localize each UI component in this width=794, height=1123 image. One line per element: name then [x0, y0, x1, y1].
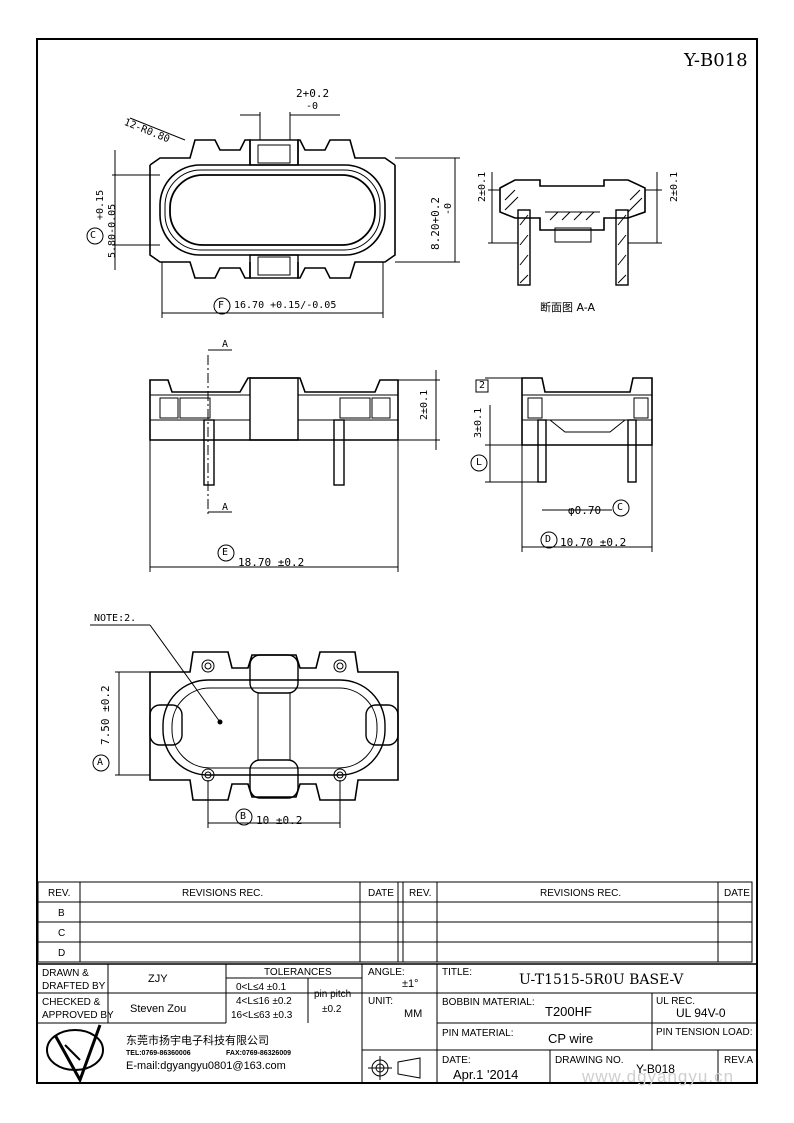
callout-e: E	[222, 547, 229, 558]
tol-2: 4<L≤16 ±0.2	[236, 996, 292, 1007]
drawn-label: DRAWN &	[42, 968, 89, 979]
drafted-label: DRAFTED BY	[42, 981, 106, 992]
rev-label: REV.A	[724, 1055, 754, 1066]
rec-header-left: REVISIONS REC.	[182, 888, 264, 899]
title-value: U-T1515-5R0U BASE-V	[519, 972, 684, 988]
tol-1: 0<L≤4 ±0.1	[236, 982, 287, 993]
dim-580-upper: +0.15	[95, 189, 106, 220]
callout-l: L	[476, 457, 483, 468]
dim-1070: 10.70 ±0.2	[560, 536, 627, 549]
dim-2: 2+0.2	[296, 87, 330, 100]
callout-b: B	[240, 811, 247, 822]
dim-2-front: 2±0.1	[419, 389, 430, 420]
date-label: DATE:	[442, 1055, 471, 1066]
callout-d: D	[545, 534, 552, 545]
callout-a: A	[97, 757, 104, 768]
top-view	[86, 112, 460, 318]
ul-label: UL REC.	[656, 996, 696, 1007]
tol-3: 16<L≤63 ±0.3	[231, 1010, 293, 1021]
angle-label: ANGLE:	[368, 967, 405, 978]
company-name: 东莞市扬宇电子科技有限公司	[126, 1034, 269, 1047]
rev-row-d: D	[58, 948, 66, 959]
section-label: 断面图 A-A	[540, 301, 596, 314]
company-tel: TEL:0769-86360006	[126, 1050, 191, 1057]
cut-a-top: A	[222, 339, 229, 350]
rev-row-b: B	[58, 908, 65, 919]
date-header-right: DATE	[724, 888, 750, 899]
company-fax: FAX:0769-86326009	[226, 1050, 291, 1057]
watermark: www.dgyangyu.cn	[582, 1067, 735, 1086]
dim-750: 7.50 ±0.2	[99, 685, 112, 745]
bobbin-label: BOBBIN MATERIAL:	[442, 997, 535, 1008]
dim-1670: 16.70 +0.15/-0.05	[234, 300, 337, 311]
side-view	[470, 377, 653, 552]
checked-label: CHECKED &	[42, 997, 101, 1008]
unit-label: UNIT:	[368, 996, 393, 1007]
rev-header-right: REV.	[409, 888, 432, 899]
dim-070: φ0.70	[568, 504, 602, 517]
pin-pitch-value: ±0.2	[322, 1004, 342, 1015]
callout-c2: C	[617, 502, 624, 513]
tension-label: PIN TENSION LOAD:	[656, 1027, 753, 1038]
front-view	[149, 349, 440, 572]
bobbin-value: T200HF	[545, 1004, 592, 1019]
ul-value: UL 94V-0	[676, 1006, 726, 1020]
rev-header-left: REV.	[48, 888, 71, 899]
rev-row-c: C	[58, 928, 66, 939]
callout-c: C	[90, 230, 97, 241]
drawn-by: ZJY	[148, 973, 168, 985]
pin-material-label: PIN MATERIAL:	[442, 1028, 514, 1039]
revision-table-grid	[37, 881, 753, 963]
bottom-view	[90, 624, 399, 828]
drawing-no-label: DRAWING NO.	[555, 1055, 624, 1066]
company-email: E-mail:dgyangyu0801@163.com	[126, 1060, 286, 1072]
callout-f: F	[218, 300, 225, 311]
unit-value: MM	[404, 1008, 423, 1020]
box-2: 2	[479, 380, 486, 391]
checked-by: Steven Zou	[130, 1003, 187, 1015]
drawing-frame	[36, 38, 758, 1084]
dim-1870: 18.70 ±0.2	[238, 556, 305, 569]
dim-2-tol: -0	[306, 101, 319, 112]
title-block-grid	[38, 963, 756, 1084]
dim-2-top-left: 2±0.1	[477, 171, 488, 202]
dim-580-lower: 5.80-0.05	[107, 203, 118, 258]
cut-a-bottom: A	[222, 502, 229, 513]
date-header-left: DATE	[368, 888, 394, 899]
dim-820-tol: -0	[443, 202, 454, 215]
drawing-no-value: Y-B018	[636, 1062, 675, 1076]
dim-10: 10 ±0.2	[256, 814, 303, 827]
tolerances-label: TOLERANCES	[264, 967, 332, 978]
section-view	[488, 172, 662, 286]
approved-label: APPROVED BY	[42, 1010, 114, 1021]
date-value: Apr.1 '2014	[453, 1067, 519, 1082]
note: NOTE:2.	[94, 613, 137, 624]
rec-header-right: REVISIONS REC.	[540, 888, 622, 899]
dim-820: 8.20+0.2	[429, 197, 442, 250]
dim-3: 3±0.1	[473, 407, 484, 438]
title-label: TITLE:	[442, 967, 473, 978]
pin-material-value: CP wire	[548, 1031, 594, 1046]
drawing-code: Y-B018	[684, 50, 748, 71]
angle-value: ±1°	[402, 978, 419, 990]
pin-pitch-label: pin pitch	[314, 989, 352, 1000]
dim-2-top-right: 2±0.1	[669, 171, 680, 202]
